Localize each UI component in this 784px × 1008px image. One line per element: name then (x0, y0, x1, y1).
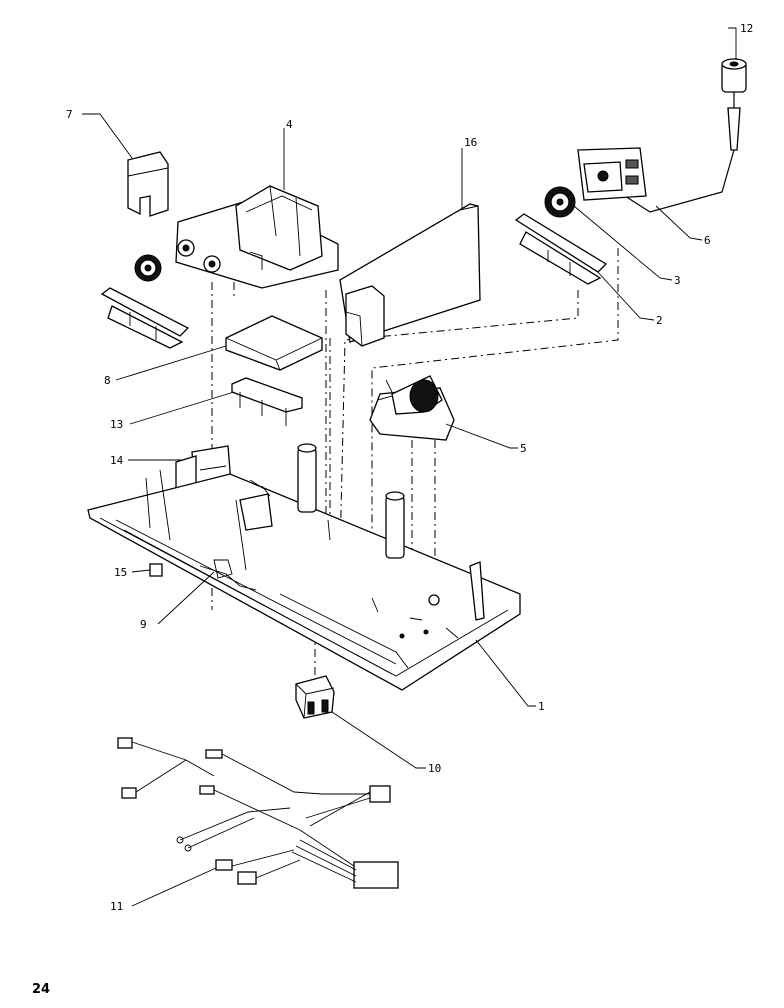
part-13-clip (231, 377, 303, 426)
part-3-gear (544, 186, 576, 218)
callout-labels: 1 2 3 4 5 6 7 8 9 10 11 12 13 14 15 16 (66, 22, 753, 913)
part-12-sensor (624, 58, 747, 213)
callout-15: 15 (114, 566, 127, 579)
part-7-bracket (127, 151, 169, 217)
left-rail (100, 287, 190, 349)
latch-block (345, 285, 385, 347)
part-15-tab (149, 563, 163, 577)
part-2-rail (514, 213, 608, 285)
callout-8: 8 (104, 374, 111, 387)
leader-lines (82, 27, 737, 907)
part-9-terminal (213, 559, 233, 579)
callout-2: 2 (656, 314, 663, 327)
callout-12: 12 (740, 22, 753, 35)
part-1-base (87, 443, 521, 691)
callout-4: 4 (286, 118, 293, 131)
callout-3: 3 (674, 274, 681, 287)
page-number: 24 (32, 982, 51, 997)
part-8-pad (225, 315, 323, 371)
part-4-motor-block (175, 185, 339, 289)
callout-14: 14 (110, 454, 124, 467)
callout-7: 7 (66, 108, 73, 121)
part-5-damper (369, 375, 455, 441)
callout-10: 10 (428, 762, 441, 775)
part-11-harness (117, 737, 399, 889)
callout-6: 6 (704, 234, 711, 247)
part-10-switch (295, 675, 335, 719)
callout-1: 1 (538, 700, 545, 713)
callout-11: 11 (110, 900, 123, 913)
part-6-thermostat (577, 147, 647, 201)
left-gear (134, 254, 162, 282)
callout-16: 16 (464, 136, 477, 149)
callout-9: 9 (140, 618, 147, 631)
callout-5: 5 (520, 442, 527, 455)
callout-13: 13 (110, 418, 123, 431)
